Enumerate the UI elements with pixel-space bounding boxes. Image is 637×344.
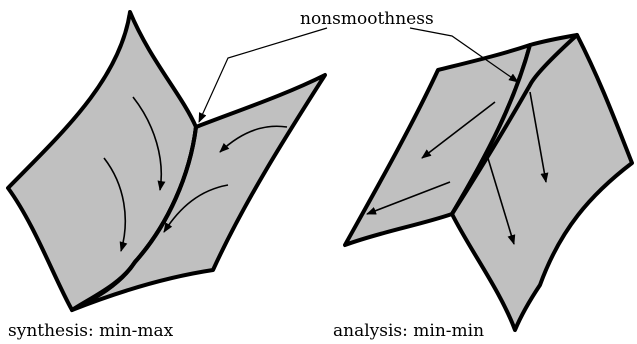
left-flow-arrow-2: [103, 157, 128, 252]
right-flow-arrow-2: [366, 181, 451, 215]
right-fold-line: [450, 33, 579, 216]
right-flow-arrow-1: [421, 101, 496, 159]
right-flow-arrow-3: [529, 91, 549, 183]
nonsmoothness-label: nonsmoothness: [300, 9, 434, 29]
synthesis-label: synthesis: min-max: [8, 321, 174, 341]
left-fold-line: [70, 125, 198, 312]
left-flow-arrow-3: [219, 125, 288, 153]
right-surface: [343, 33, 634, 332]
right-flow-arrow-4: [486, 154, 516, 245]
analysis-label: analysis: min-min: [333, 321, 484, 341]
leader-line-left: [198, 27, 328, 123]
leader-line-right: [409, 27, 519, 83]
left-flow-arrow-1: [132, 96, 166, 191]
left-flow-arrow-4: [163, 184, 229, 233]
left-surface: [6, 10, 327, 312]
